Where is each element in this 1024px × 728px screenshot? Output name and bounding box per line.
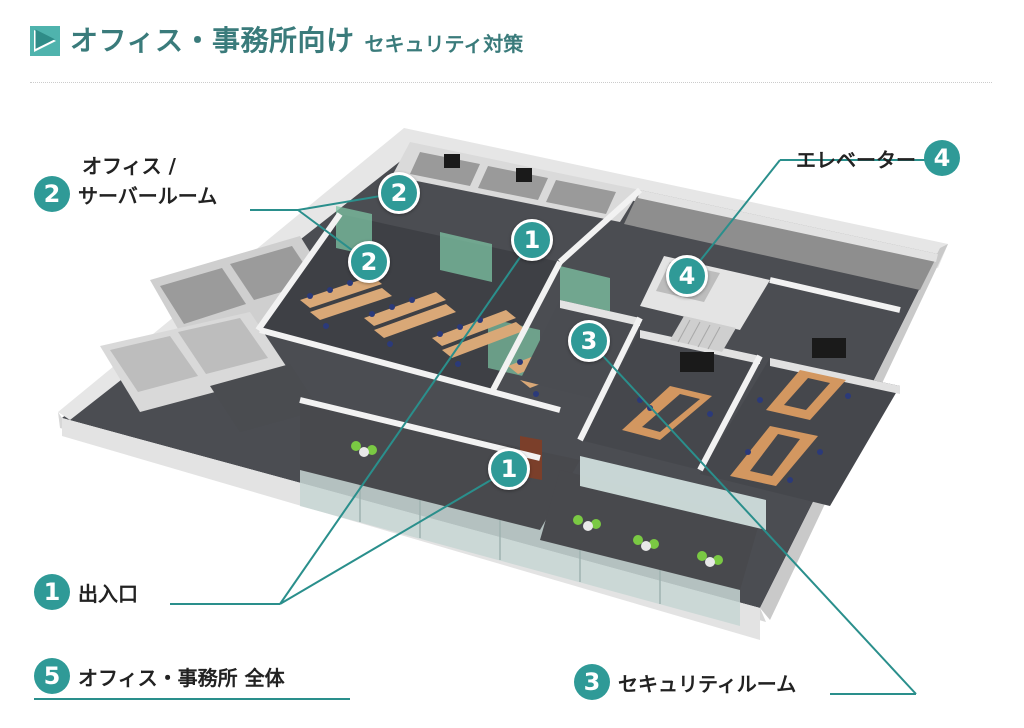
glass-partition-c xyxy=(560,266,610,312)
header-marker-icon xyxy=(30,26,60,56)
page-subtitle: セキュリティ対策 xyxy=(364,32,524,56)
label-elevator[interactable]: エレベーター 4 xyxy=(796,140,960,176)
label-security-room-text: セキュリティルーム xyxy=(618,671,797,696)
badge-4: 4 xyxy=(924,140,960,176)
pin-elevator[interactable]: 4 xyxy=(666,255,708,297)
stairs xyxy=(670,316,736,352)
header-divider xyxy=(30,82,992,83)
pin-office-server-mid[interactable]: 2 xyxy=(348,241,390,283)
label-security-room[interactable]: 3 セキュリティルーム xyxy=(574,664,796,700)
page-header: オフィス・事務所向け セキュリティ対策 xyxy=(30,26,523,56)
cafe-glass xyxy=(580,456,766,530)
whole-office-underline xyxy=(34,698,350,700)
badge-1: 1 xyxy=(34,574,70,610)
interior-walls xyxy=(255,187,901,472)
label-elevator-text: エレベーター xyxy=(796,147,916,172)
north-east-wing xyxy=(624,190,938,290)
pin-security-room[interactable]: 3 xyxy=(568,320,610,362)
pin-office-server-top[interactable]: 2 xyxy=(378,172,420,214)
glass-partition-b xyxy=(440,232,492,282)
label-office-server-line1: オフィス / xyxy=(82,154,176,178)
pin-entrance-top[interactable]: 1 xyxy=(511,219,553,261)
pin-entrance-bottom[interactable]: 1 xyxy=(488,448,530,490)
badge-3: 3 xyxy=(574,664,610,700)
label-whole-office-text: オフィス・事務所 全体 xyxy=(78,665,285,690)
lobby-floor xyxy=(300,400,580,530)
label-office-server-line2: サーバールーム xyxy=(78,183,218,208)
label-entrance-text: 出入口 xyxy=(78,581,138,606)
small-room-dark xyxy=(210,364,320,432)
cafe-chairs xyxy=(351,441,723,565)
page-title: オフィス・事務所向け xyxy=(70,24,355,57)
outer-wall-top xyxy=(58,128,948,420)
label-whole-office[interactable]: 5 オフィス・事務所 全体 xyxy=(34,658,285,694)
label-office-server[interactable]: 2 サーバールーム xyxy=(34,176,217,212)
badge-5: 5 xyxy=(34,658,70,694)
label-entrance[interactable]: 1 出入口 xyxy=(34,574,138,610)
badge-2: 2 xyxy=(34,176,70,212)
